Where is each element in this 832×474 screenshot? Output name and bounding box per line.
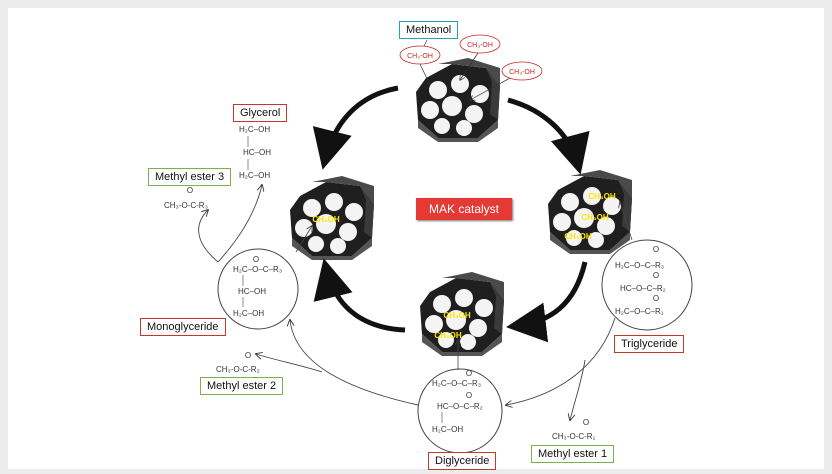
diglyceride-label: Diglyceride bbox=[428, 452, 497, 470]
diglyceride-line-1: H₂C–O–C–R₃ bbox=[432, 379, 481, 388]
catalyst-bottom-label-1: CH₃OH bbox=[443, 311, 470, 320]
monoglyceride-line-3: H₂C–OH bbox=[233, 309, 264, 318]
catalyst-right-label-3: CH₃OH bbox=[564, 232, 591, 241]
methyl-ester-1-formula: CH₃-O-C-R₁ bbox=[552, 432, 596, 441]
methyl-ester-2-formula: CH₃-O-C-R₂ bbox=[216, 365, 260, 374]
diglyceride-line-2: HC–O–C–R₂ bbox=[437, 402, 483, 411]
arrow-diglyceride-to-monoglyceride bbox=[290, 320, 419, 406]
cycle-arrow-top-right bbox=[507, 97, 590, 175]
catalyst-left-label-1: CH₃OH bbox=[312, 215, 339, 224]
monoglyceride-line-1: H₂C–O–C–R₃ bbox=[233, 265, 282, 274]
methanol-molecule-3-text: CH₃-OH bbox=[509, 69, 535, 76]
methyl-ester-1-label: Methyl ester 1 bbox=[531, 445, 615, 463]
arrow-to-methyl-ester-3 bbox=[198, 210, 219, 263]
cycle-arrow-top-left bbox=[312, 85, 399, 170]
catalyst-right-label-2: CH₃OH bbox=[581, 213, 608, 222]
triglyceride-carbonyl-o-3: O bbox=[653, 294, 659, 303]
diglyceride-line-3: H₂C–OH bbox=[432, 425, 463, 434]
diglyceride-carbonyl-o-2: O bbox=[466, 391, 472, 400]
monoglyceride-line-2: HC–OH bbox=[238, 287, 266, 296]
catalyst-bottom-label-2: CH₃OH bbox=[434, 331, 461, 340]
methyl-ester-2-label: Methyl ester 2 bbox=[200, 377, 284, 395]
triglyceride-line-2: HC–O–C–R₂ bbox=[620, 284, 666, 293]
triglyceride-line-1: H₂C–O–C–R₃ bbox=[615, 261, 664, 270]
glycerol-line-3: H₂C–OH bbox=[239, 171, 270, 180]
arrow-monoglyceride-to-catalyst bbox=[295, 226, 312, 253]
diglyceride-carbonyl-o-1: O bbox=[466, 369, 472, 378]
triglyceride-circle bbox=[601, 239, 693, 331]
triglyceride-carbonyl-o-1: O bbox=[653, 245, 659, 254]
mak-catalyst-label: MAK catalyst bbox=[416, 198, 512, 220]
glycerol-line-1: H₂C–OH bbox=[239, 125, 270, 134]
methanol-molecule-1-text: CH₃-OH bbox=[407, 53, 433, 60]
methyl-ester-3-carbonyl-o: O bbox=[187, 186, 193, 195]
triglyceride-carbonyl-o-2: O bbox=[653, 271, 659, 280]
cycle-arrow-bottom-left bbox=[313, 258, 406, 333]
methanol-molecule-2 bbox=[459, 34, 501, 54]
methanol-molecule-3 bbox=[501, 61, 543, 81]
glycerol-label: Glycerol bbox=[233, 104, 288, 122]
monoglyceride-circle bbox=[217, 248, 299, 330]
arrow-to-methyl-ester-1 bbox=[570, 359, 586, 420]
methyl-ester-1-carbonyl-o: O bbox=[583, 418, 589, 427]
arrow-to-methyl-ester-2 bbox=[256, 354, 323, 373]
methanol-molecule-2-text: CH₃-OH bbox=[467, 42, 493, 49]
methanol-label: Methanol bbox=[399, 21, 459, 39]
methyl-ester-2-carbonyl-o: O bbox=[245, 351, 251, 360]
glycerol-line-2: HC–OH bbox=[243, 148, 271, 157]
monoglyceride-carbonyl-o: O bbox=[253, 255, 259, 264]
triglyceride-line-3: H₂C–O–C–R₁ bbox=[615, 307, 664, 316]
cycle-arrow-bottom-right bbox=[506, 261, 588, 343]
catalyst-top-image bbox=[408, 58, 504, 142]
catalyst-right-label-1: CH₃OH bbox=[588, 192, 615, 201]
arrow-triglyceride-to-diglyceride bbox=[506, 317, 616, 405]
monoglyceride-label: Monoglyceride bbox=[140, 318, 226, 336]
catalyst-right-image bbox=[540, 170, 636, 254]
arrow-to-glycerol bbox=[217, 185, 262, 263]
arrow-triglyceride-to-catalyst bbox=[620, 202, 633, 241]
methyl-ester-3-label: Methyl ester 3 bbox=[148, 168, 232, 186]
triglyceride-label: Triglyceride bbox=[614, 335, 685, 353]
methyl-ester-3-formula: CH₃-O-C-R₃ bbox=[164, 201, 208, 210]
